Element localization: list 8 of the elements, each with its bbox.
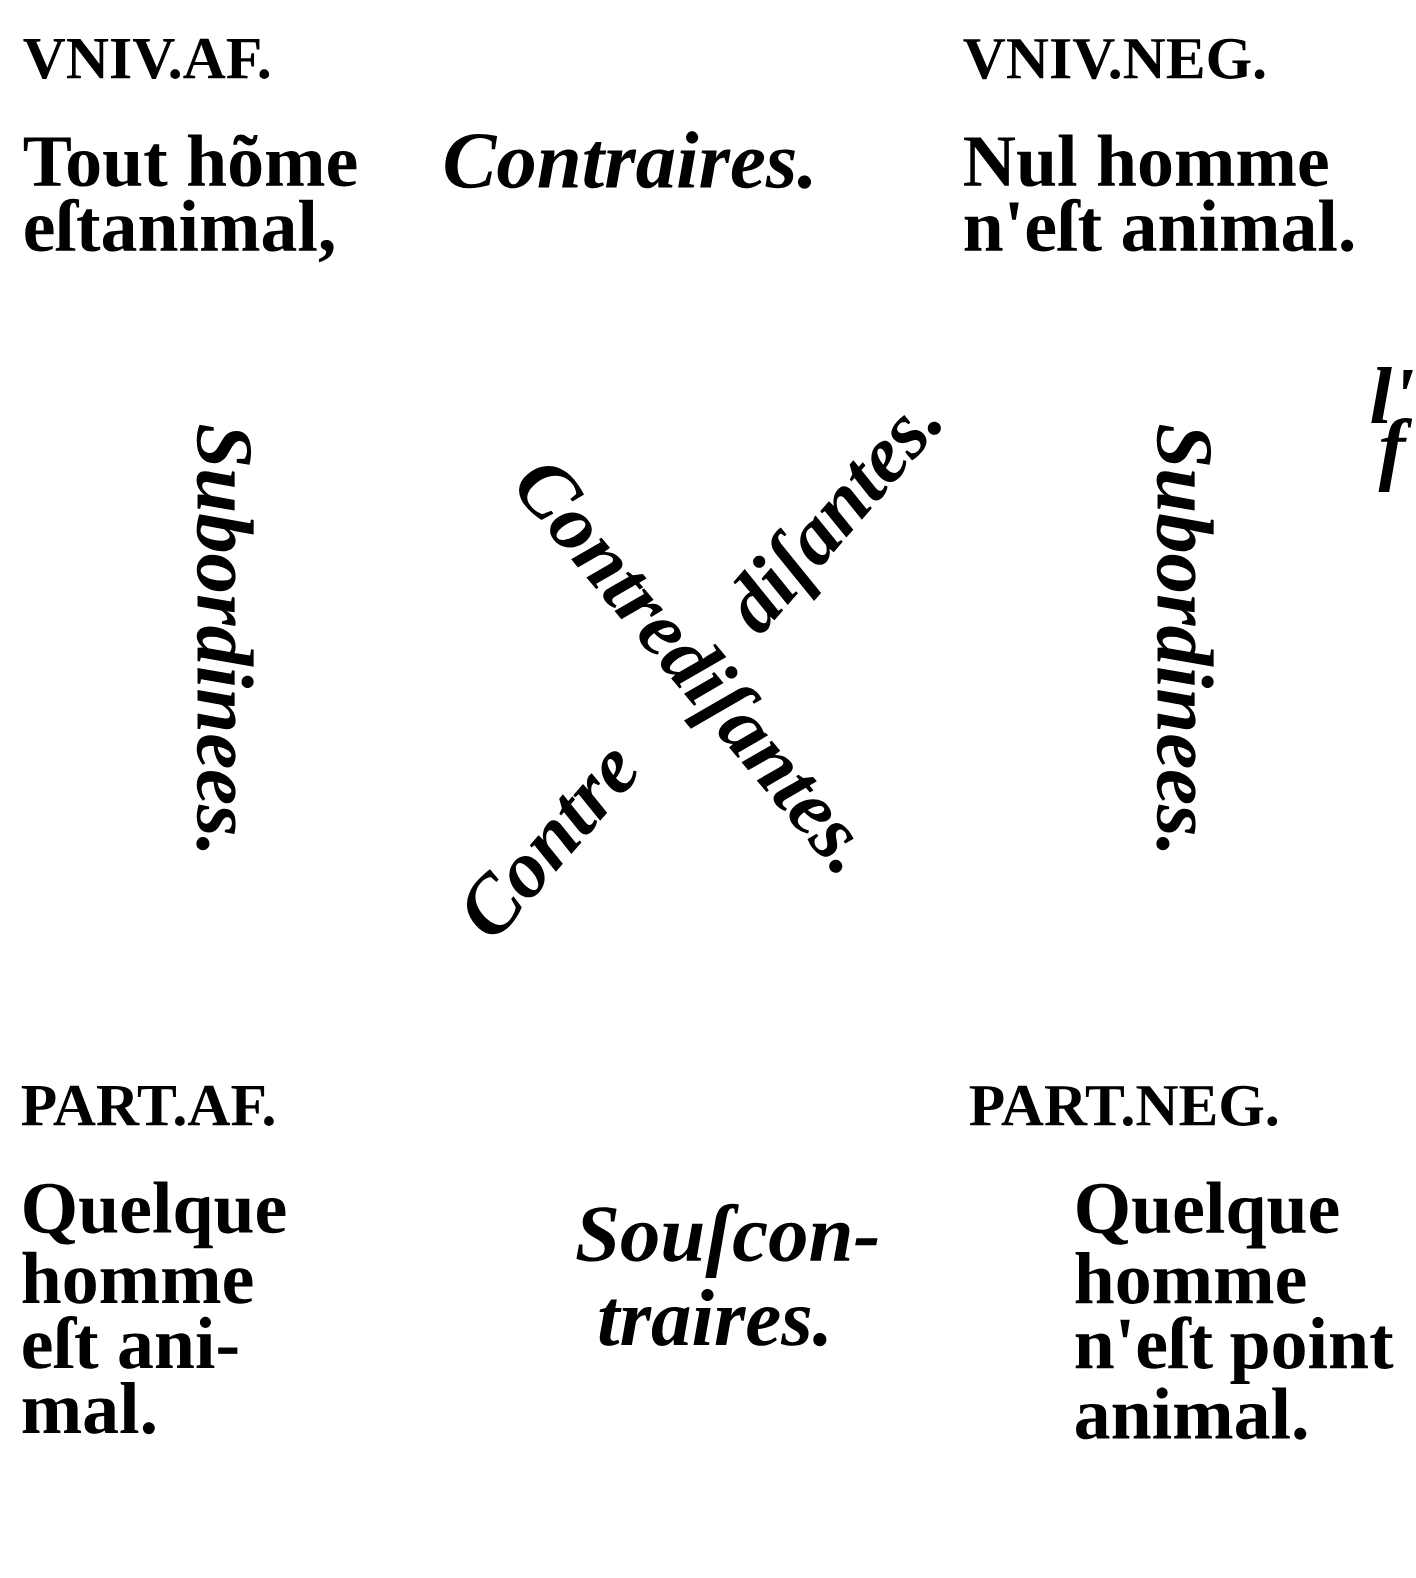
relation-label: Subordinees. [1156,424,1214,851]
proposition-text: PART.AF. Quelque homme eſt ani- mal. [21,1085,286,1435]
relation-label: Subordinees. [196,424,254,851]
proposition-text: VNIV.AF. Tout hõme eſtanimal, [23,38,357,263]
proposition-text: VNIV.NEG. Nul homme n'eſt animal. [963,38,1354,252]
relation-label: Souſcon- traires. [576,1203,878,1347]
proposition-text: PART.NEG. Quelque homme n'eſt point animal. [969,1085,1394,1440]
relation-label: Contraires. [445,131,812,189]
